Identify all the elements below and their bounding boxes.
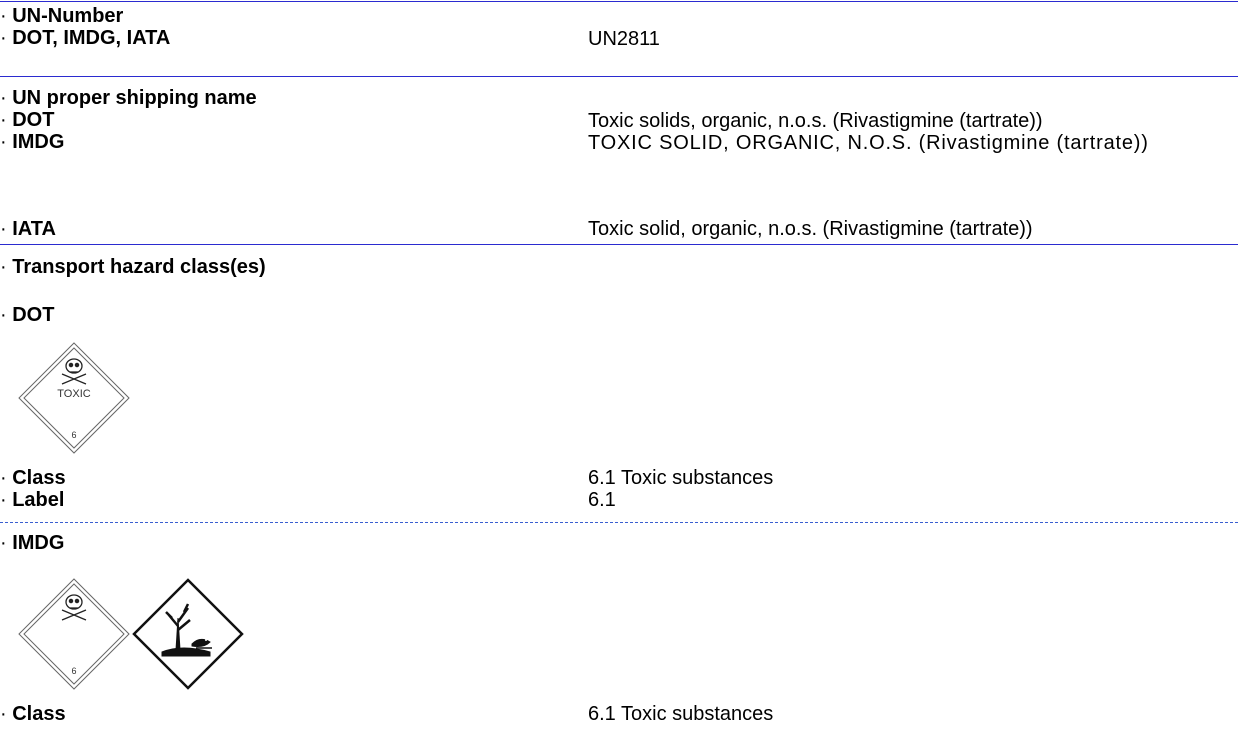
environment-hazard-placard bbox=[132, 578, 244, 690]
shipping-dot-label: · DOT bbox=[0, 109, 55, 131]
placard-class-number: 6 bbox=[71, 430, 76, 440]
placard-toxic-text: TOXIC bbox=[57, 388, 90, 400]
subsection-divider bbox=[0, 522, 1238, 523]
un-number-heading: · UN-Number bbox=[0, 5, 124, 27]
shipping-iata-label: · IATA bbox=[0, 218, 56, 240]
shipping-name-heading: · UN proper shipping name bbox=[0, 87, 257, 109]
dot-label-value: 6.1 bbox=[588, 489, 616, 511]
shipping-dot-value: Toxic solids, organic, n.o.s. (Rivastigm… bbox=[588, 110, 1043, 132]
hazard-dot-heading: · DOT bbox=[0, 304, 55, 326]
section-divider bbox=[0, 244, 1238, 245]
section-divider bbox=[0, 76, 1238, 77]
toxic-placard-icon: TOXIC 6 bbox=[18, 342, 130, 454]
un-number-row-label: · DOT, IMDG, IATA bbox=[0, 27, 171, 49]
skull-crossbones-icon bbox=[61, 594, 87, 621]
hazard-imdg-heading: · IMDG bbox=[0, 532, 65, 554]
imdg-class-value: 6.1 Toxic substances bbox=[588, 703, 774, 725]
hazard-class-heading: · Transport hazard class(es) bbox=[0, 256, 266, 278]
dot-class-value: 6.1 Toxic substances bbox=[588, 467, 774, 489]
imdg-class-label: · Class bbox=[0, 703, 66, 725]
skull-crossbones-icon bbox=[61, 358, 87, 385]
toxic-placard-icon: 6 bbox=[18, 578, 130, 690]
dot-label-label: · Label bbox=[0, 489, 65, 511]
placard-class-number: 6 bbox=[71, 666, 76, 676]
top-border bbox=[0, 1, 1238, 2]
shipping-imdg-label: · IMDG bbox=[0, 131, 65, 153]
shipping-imdg-value: TOXIC SOLID, ORGANIC, N.O.S. (Rivastigmi… bbox=[588, 132, 1149, 154]
dot-class-label: · Class bbox=[0, 467, 66, 489]
environment-hazard-icon bbox=[161, 603, 212, 657]
shipping-iata-value: Toxic solid, organic, n.o.s. (Rivastigmi… bbox=[588, 218, 1033, 240]
un-number-value: UN2811 bbox=[588, 28, 660, 50]
